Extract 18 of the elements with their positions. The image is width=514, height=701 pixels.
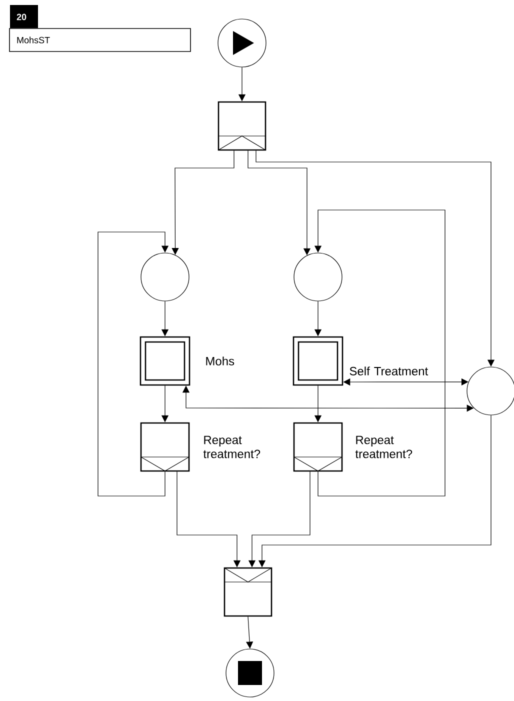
task-box [140, 336, 190, 386]
task-label: Mohs [206, 356, 234, 366]
task-label: Repeat treatment? [355, 436, 412, 458]
node-label: 20 [16, 14, 26, 20]
decision-gate [140, 422, 190, 472]
start-circle [218, 18, 266, 68]
state-circle [294, 252, 342, 302]
end-circle [226, 648, 274, 698]
split-gate [218, 101, 266, 151]
task-box [292, 336, 344, 386]
task-label: Repeat treatment? [203, 436, 260, 458]
arrow [172, 150, 234, 255]
decision-gate [293, 422, 343, 472]
arrow [98, 232, 169, 496]
title-box: 20 MohsST [9, 5, 191, 52]
task-label: Self Treatment [350, 366, 428, 376]
join-gate [224, 567, 272, 617]
state-circle [140, 252, 190, 302]
